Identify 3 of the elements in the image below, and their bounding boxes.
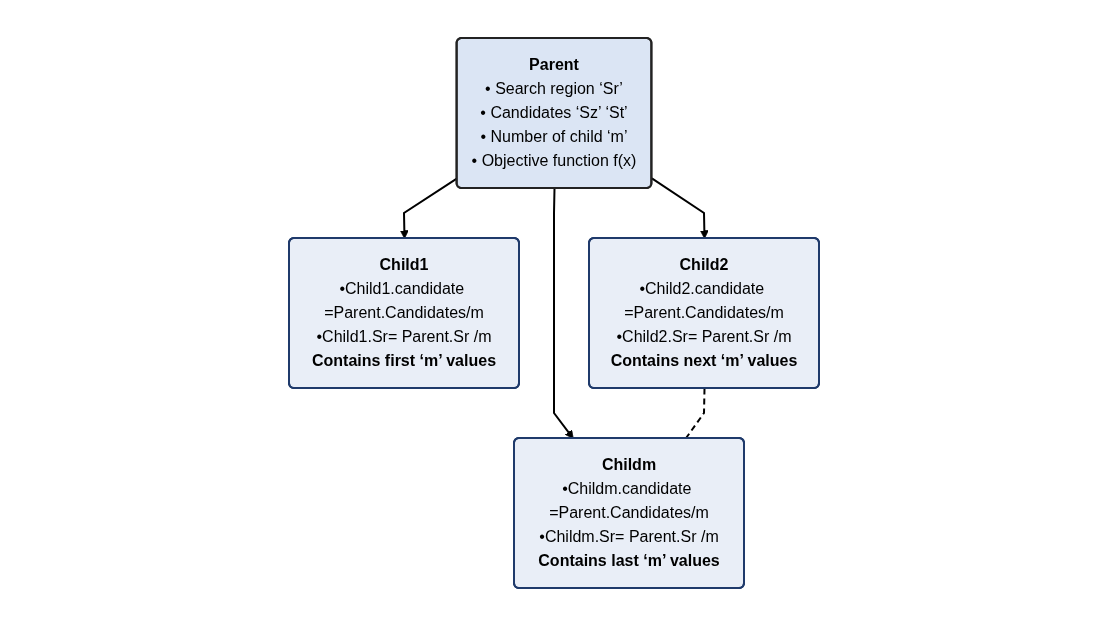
arrow bbox=[552, 187, 574, 439]
connector bbox=[684, 387, 705, 440]
arrow bbox=[650, 177, 709, 239]
